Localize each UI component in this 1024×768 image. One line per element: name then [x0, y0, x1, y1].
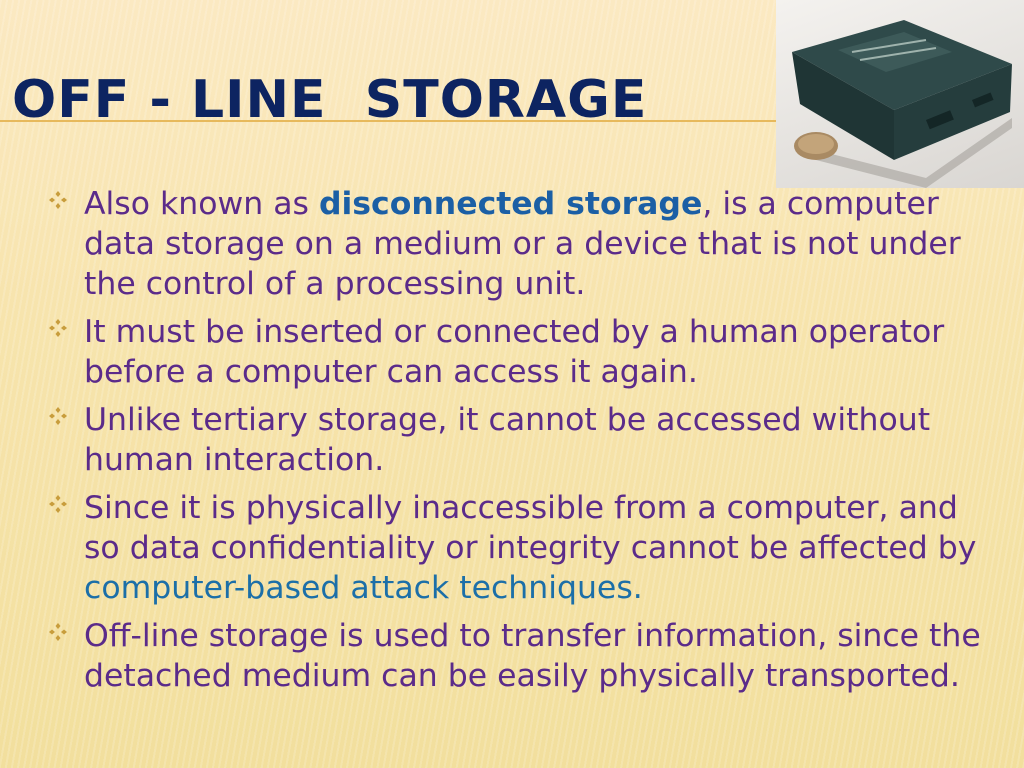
tape-cartridge-photo-icon — [776, 0, 1024, 188]
list-item: Off-line storage is used to transfer inf… — [48, 616, 998, 696]
list-item: Since it is physically inaccessible from… — [48, 488, 998, 608]
title-underline-rule — [0, 120, 790, 122]
list-item: It must be inserted or connected by a hu… — [48, 312, 998, 392]
bullet-text-pre: Also known as — [84, 186, 319, 222]
bullet-content: Also known as disconnected storage, is a… — [48, 184, 998, 704]
bullet-list: Also known as disconnected storage, is a… — [48, 184, 998, 696]
bullet-text: Unlike tertiary storage, it cannot be ac… — [84, 402, 931, 478]
bullet-text: It must be inserted or connected by a hu… — [84, 314, 945, 390]
four-diamond-bullet-icon — [49, 495, 67, 513]
highlight-term: disconnected storage — [318, 186, 703, 222]
four-diamond-bullet-icon — [49, 319, 67, 337]
list-item: Unlike tertiary storage, it cannot be ac… — [48, 400, 998, 480]
bullet-text: Off-line storage is used to transfer inf… — [84, 618, 981, 694]
four-diamond-bullet-icon — [49, 623, 67, 641]
bullet-text: Since it is physically inaccessible from… — [84, 490, 976, 606]
four-diamond-bullet-icon — [49, 407, 67, 425]
bullet-text-post: , is a computer data storage on a medium… — [84, 186, 961, 302]
highlight-link-text: computer-based attack techniques. — [84, 570, 643, 606]
tape-cartridge-illustration — [792, 20, 1012, 188]
four-diamond-bullet-icon — [49, 191, 67, 209]
bullet-text-pre: Since it is physically inaccessible from… — [84, 490, 977, 566]
list-item: Also known as disconnected storage, is a… — [48, 184, 998, 304]
bullet-text: Also known as disconnected storage, is a… — [84, 186, 961, 302]
